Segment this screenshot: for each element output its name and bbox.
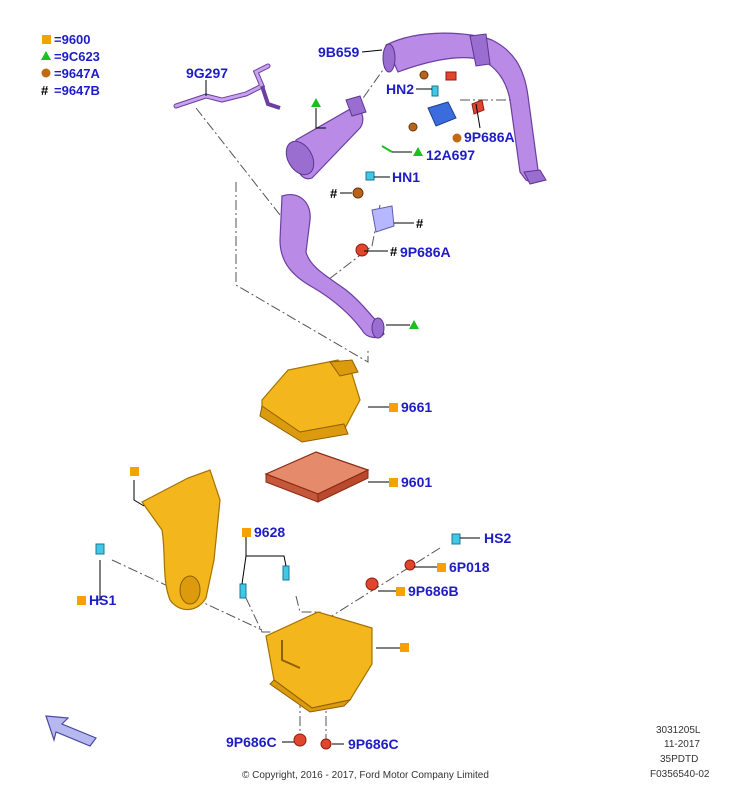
square-marker-icon bbox=[437, 563, 446, 572]
legend-square-icon bbox=[42, 35, 51, 44]
resonator-12a697 bbox=[285, 95, 393, 180]
label-9p686a-mid: 9P686A bbox=[400, 244, 451, 260]
copyright-text: © Copyright, 2016 - 2017, Ford Motor Com… bbox=[242, 770, 489, 781]
label-9601: 9601 bbox=[401, 474, 432, 490]
air-cleaner-cover-9661 bbox=[259, 359, 361, 443]
legend-hash-icon: # bbox=[41, 83, 49, 98]
drawing-date: 11-2017 bbox=[664, 739, 700, 750]
square-marker-icon bbox=[400, 643, 409, 652]
label-9628: 9628 bbox=[254, 524, 285, 540]
triangle-marker-icon bbox=[409, 320, 419, 329]
label-9661: 9661 bbox=[401, 399, 432, 415]
label-12a697: 12A697 bbox=[426, 147, 475, 163]
footer: © Copyright, 2016 - 2017, Ford Motor Com… bbox=[242, 725, 710, 781]
legend-triangle-icon bbox=[41, 51, 51, 60]
inlet-duct bbox=[141, 469, 221, 611]
legend-circle-icon bbox=[41, 68, 51, 78]
drawing-code-2: 35PDTD bbox=[660, 754, 698, 765]
label-hn1: HN1 bbox=[392, 169, 420, 185]
legend-item-9600: =9600 bbox=[54, 32, 91, 47]
label-9p686c-left: 9P686C bbox=[226, 734, 277, 750]
hn1-hardware bbox=[352, 171, 395, 257]
label-9g297: 9G297 bbox=[186, 65, 228, 81]
label-hs2: HS2 bbox=[484, 530, 511, 546]
label-hn2: HN2 bbox=[386, 81, 414, 97]
label-9p686c-right: 9P686C bbox=[348, 736, 399, 752]
part-labels: 9B659 9G297 HN2 9P686A 12A697 HN1 9P686A… bbox=[89, 44, 515, 752]
square-marker-icon bbox=[77, 596, 86, 605]
hash-marker-icon: # bbox=[390, 244, 398, 259]
square-marker-icon bbox=[389, 403, 398, 412]
intake-duct bbox=[279, 194, 385, 339]
label-9p686b: 9P686B bbox=[408, 583, 459, 599]
square-marker-icon bbox=[396, 587, 405, 596]
circle-marker-icon bbox=[452, 133, 462, 143]
label-9b659: 9B659 bbox=[318, 44, 359, 60]
lower-hardware bbox=[95, 533, 461, 750]
air-filter-9601 bbox=[264, 451, 370, 503]
label-6p018: 6P018 bbox=[449, 559, 490, 575]
callout-markers: # # # bbox=[77, 98, 462, 652]
mass-airflow-sensor bbox=[408, 70, 485, 132]
hash-marker-icon: # bbox=[330, 186, 338, 201]
legend-item-9c623: =9C623 bbox=[54, 49, 100, 64]
square-marker-icon bbox=[130, 467, 139, 476]
square-marker-icon bbox=[389, 478, 398, 487]
orientation-arrow-icon bbox=[45, 715, 97, 747]
leader-lines bbox=[98, 49, 481, 745]
drawing-code-1: 3031205L bbox=[656, 725, 701, 736]
label-hs1: HS1 bbox=[89, 592, 116, 608]
legend: =9600 =9C623 =9647A # =9647B bbox=[41, 32, 101, 98]
outlet-duct-9b659 bbox=[382, 32, 547, 185]
legend-item-9647b: =9647B bbox=[54, 83, 100, 98]
hash-marker-icon: # bbox=[416, 216, 424, 231]
air-cleaner-body bbox=[265, 611, 373, 713]
triangle-marker-icon bbox=[413, 147, 423, 156]
drawing-code-3: F0356540-02 bbox=[650, 769, 710, 780]
label-9p686a-top: 9P686A bbox=[464, 129, 515, 145]
legend-item-9647a: =9647A bbox=[54, 66, 101, 81]
triangle-marker-icon bbox=[311, 98, 321, 107]
square-marker-icon bbox=[242, 528, 251, 537]
